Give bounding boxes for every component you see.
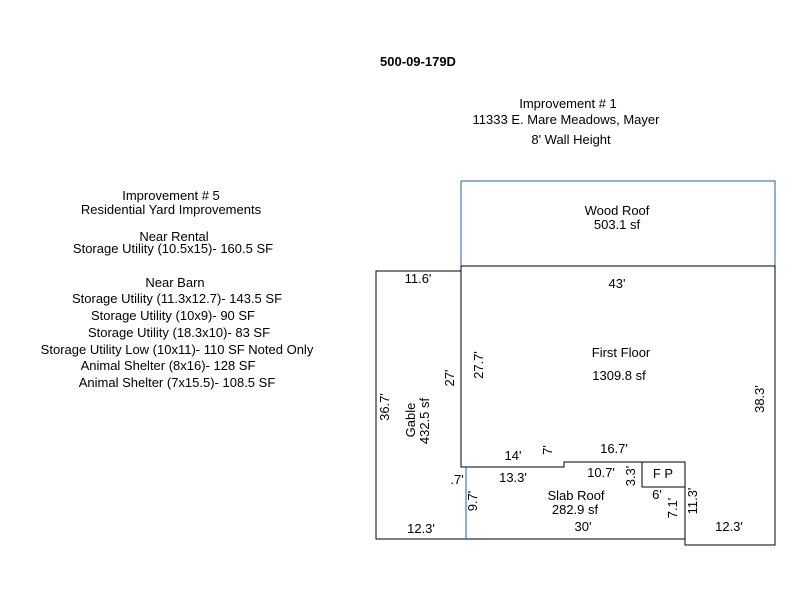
first-floor-area: 1309.8 sf	[592, 368, 646, 383]
improvement-5-title: Improvement # 5	[122, 188, 220, 203]
improvement-1-title: Improvement # 1	[519, 96, 617, 111]
improvement-5-subtitle: Residential Yard Improvements	[80, 202, 262, 217]
parcel-id: 500-09-179D	[380, 54, 456, 69]
dimension-label: 36.7'	[377, 393, 392, 421]
near-rental-heading: Near Rental	[139, 229, 209, 244]
near-barn-heading: Near Barn	[145, 275, 205, 290]
dimension-label: 9.7'	[465, 490, 480, 512]
dimension-label: 10.7'	[587, 465, 615, 480]
slab-roof-area: 282.9 sf	[551, 502, 599, 517]
dimension-label: 27.7'	[471, 351, 486, 379]
fireplace-label: F P	[652, 466, 674, 481]
near-barn-item: Storage Utility (10x9)- 90 SF	[90, 308, 256, 323]
near-barn-item: Storage Utility (18.3x10)- 83 SF	[87, 325, 271, 340]
near-barn-item: Animal Shelter (8x16)- 128 SF	[80, 358, 256, 373]
first-floor-label: First Floor	[591, 345, 651, 360]
dimension-label: 7.1'	[665, 497, 680, 519]
dimension-label: .7'	[450, 472, 464, 487]
dimension-label: 3.3'	[623, 465, 638, 487]
near-barn-item: Storage Utility Low (10x11)- 110 SF Note…	[40, 342, 314, 357]
dimension-label: 30'	[574, 519, 592, 534]
dimension-label: 12.3'	[407, 521, 435, 536]
dimension-label: 16.7'	[600, 441, 628, 456]
near-barn-item: Storage Utility (11.3x12.7)- 143.5 SF	[71, 291, 283, 306]
fireplace-box	[641, 461, 686, 488]
dimension-label: 12.3'	[715, 519, 743, 534]
gable-label: Gable	[403, 402, 418, 438]
gable-outline	[375, 270, 466, 540]
dimension-label: 43'	[608, 276, 626, 291]
dimension-label: 14'	[504, 448, 522, 463]
dimension-label: 27'	[442, 369, 457, 387]
wood-roof-label: Wood Roof	[584, 203, 650, 218]
slab-roof-label: Slab Roof	[547, 488, 605, 503]
dimension-label: 7'	[540, 445, 555, 455]
wall-height: 8' Wall Height	[531, 132, 611, 147]
dimension-label: 6'	[652, 487, 662, 502]
wood-roof-area: 503.1 sf	[593, 217, 641, 232]
improvement-1-address: 11333 E. Mare Meadows, Mayer	[472, 112, 660, 127]
dimension-label: 13.3'	[499, 470, 527, 485]
near-barn-item: Animal Shelter (7x15.5)- 108.5 SF	[78, 375, 276, 390]
first-floor-outline	[460, 265, 776, 546]
dimension-label: 11.3'	[685, 487, 700, 515]
near-rental-item: Storage Utility (10.5x15)- 160.5 SF	[72, 241, 274, 256]
gable-area: 432.5 sf	[417, 397, 432, 445]
dimension-label: 38.3'	[752, 385, 767, 413]
dimension-label: 11.6'	[404, 271, 432, 286]
